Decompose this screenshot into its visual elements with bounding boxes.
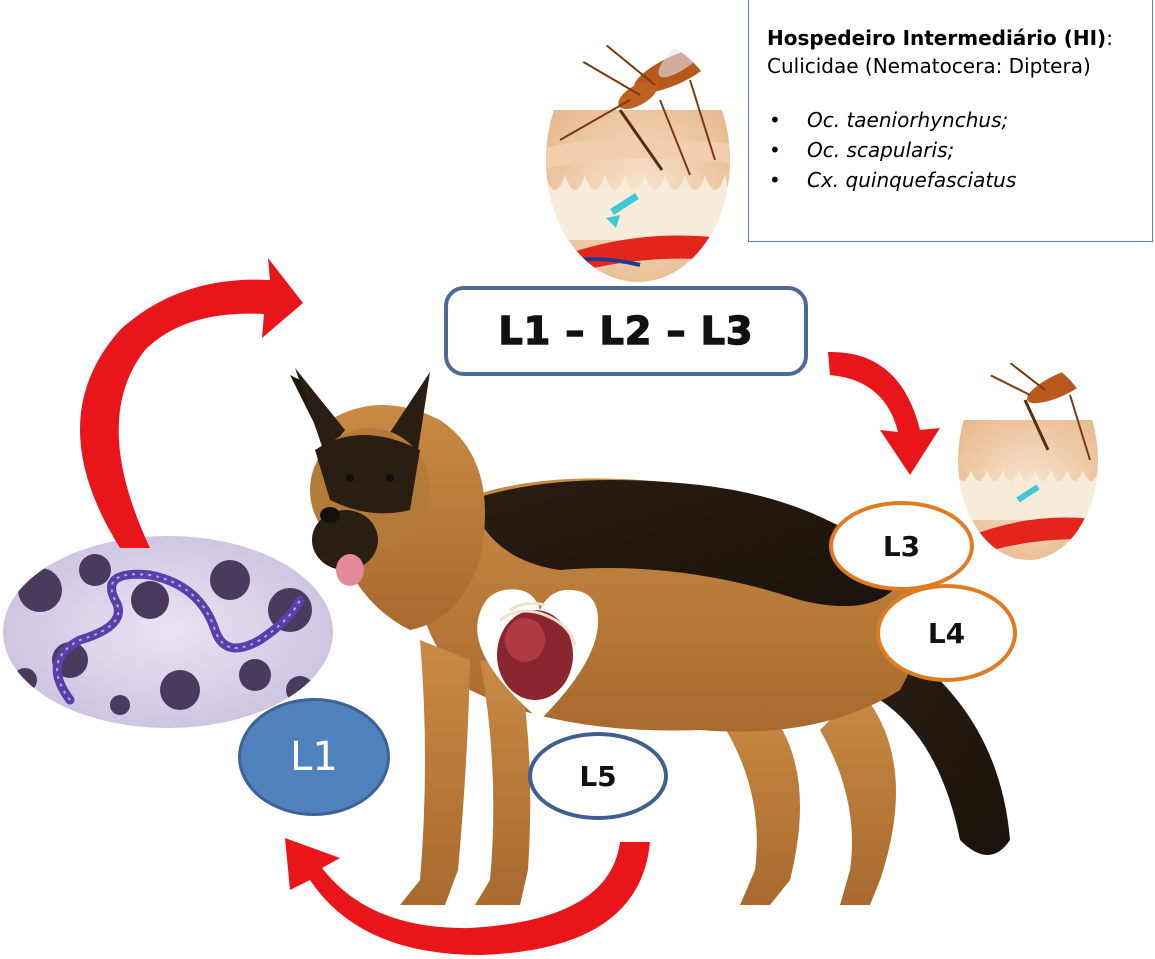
intermediate-host-title: Hospedeiro Intermediário (HI):	[767, 26, 1152, 50]
species-item: • Cx. quinquefasciatus	[767, 168, 1152, 192]
stage-l3-oval: L3	[829, 501, 974, 591]
stage-l5-oval: L5	[528, 732, 668, 820]
arrow-down-right	[828, 352, 940, 475]
species-name: Oc. scapularis;	[807, 138, 954, 162]
species-item: • Oc. taeniorhynchus;	[767, 108, 1152, 132]
bullet: •	[769, 138, 781, 162]
species-list: • Oc. taeniorhynchus; • Oc. scapularis; • C…	[767, 108, 1152, 192]
intermediate-host-title-text: Hospedeiro Intermediário (HI)	[767, 26, 1106, 50]
stage-l1-oval: L1	[238, 698, 390, 816]
larval-stages-label: L1 – L2 – L3	[499, 309, 754, 353]
species-name: Oc. taeniorhynchus;	[807, 108, 1008, 132]
intermediate-host-box: Hospedeiro Intermediário (HI): Culicidae…	[748, 0, 1153, 242]
intermediate-host-title-colon: :	[1106, 26, 1113, 50]
arrow-up-left	[80, 258, 303, 548]
stage-l4-oval: L4	[876, 584, 1017, 682]
arrow-bottom	[285, 838, 650, 955]
mosquito-biting-skin-icon	[540, 15, 740, 290]
larval-stages-box: L1 – L2 – L3	[444, 286, 808, 376]
mosquito-biting-skin-icon	[950, 355, 1110, 565]
species-item: • Oc. scapularis;	[767, 138, 1152, 162]
microfilaria-blood-smear-icon	[0, 530, 340, 730]
bullet: •	[769, 168, 781, 192]
bullet: •	[769, 108, 781, 132]
species-name: Cx. quinquefasciatus	[807, 168, 1016, 192]
intermediate-host-family: Culicidae (Nematocera: Diptera)	[767, 54, 1152, 78]
